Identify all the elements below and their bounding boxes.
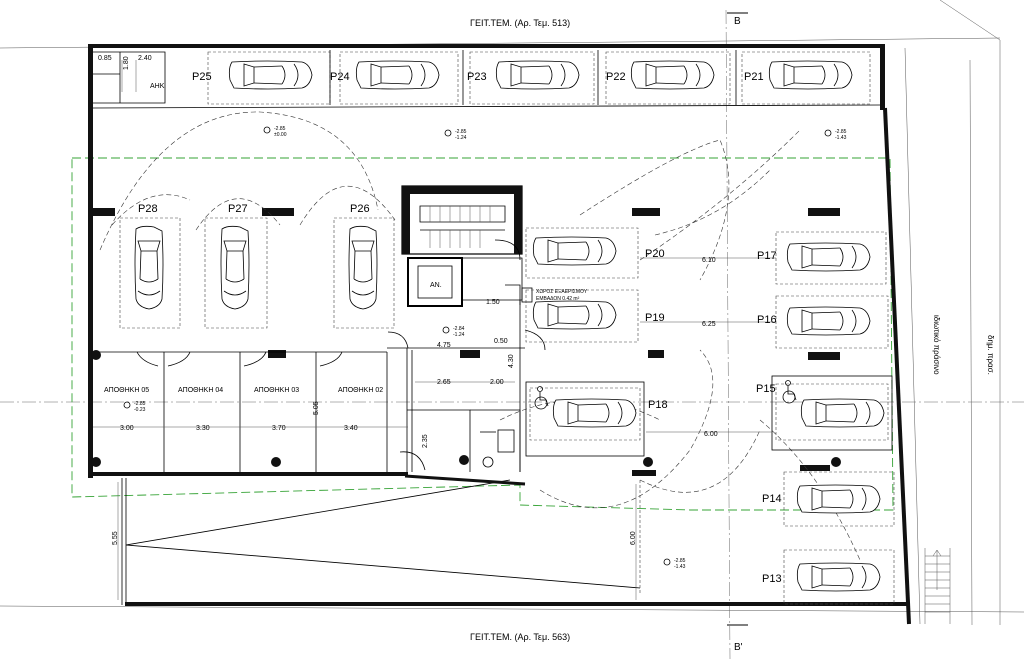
storage-03: ΑΠΟΘΗΚΗ 03 (254, 387, 299, 394)
sidewalk-label: ιδιωτικό πράσινο (932, 315, 941, 375)
dim-050: 0.50 (494, 338, 508, 345)
car-p14 (796, 484, 881, 514)
ahk-label: ΑΗΚ (150, 83, 165, 90)
car-p26 (348, 225, 378, 310)
parking-label-p24: P24 (330, 71, 350, 83)
core-partitions (387, 300, 546, 472)
parking-label-p19: P19 (645, 312, 665, 324)
parking-label-p13: P13 (762, 573, 782, 585)
ventilation-space: ΧΩΡΟΣ ΕΞΑΕΡΙΣΜΟΥ ΕΜΒΑΔΟΝ 0.42 m² (521, 287, 588, 303)
car-p21 (768, 60, 853, 90)
car-p27 (220, 225, 250, 310)
ramp (121, 478, 641, 605)
storage-05: ΑΠΟΘΗΚΗ 05 (104, 387, 149, 394)
storage-04: ΑΠΟΘΗΚΗ 04 (178, 387, 223, 394)
section-axes (0, 9, 1024, 659)
storage-rooms (91, 350, 841, 472)
dim-300: 3.00 (120, 425, 134, 432)
car-p28 (134, 225, 164, 310)
dim-600-ramp: 6.00 (630, 531, 637, 545)
dim-505: 5.05 (313, 401, 320, 415)
level-2b: -1.24 (455, 135, 467, 141)
parking-label-p25: P25 (192, 71, 212, 83)
level-1a: -2.85 (274, 126, 286, 132)
parking-label-p14: P14 (762, 493, 782, 505)
dim-180: 1.80 (123, 56, 130, 70)
dim-150: 1.50 (486, 299, 500, 306)
aisle-dimensions (635, 257, 776, 600)
dim-235: 2.35 (422, 434, 429, 448)
parking-label-p22: P22 (606, 71, 626, 83)
vent-note-1: ΧΩΡΟΣ ΕΞΑΕΡΙΣΜΟΥ (536, 289, 588, 295)
parking-label-p21: P21 (744, 71, 764, 83)
level-4a: -2.84 (453, 326, 465, 332)
level-4b: -1.24 (453, 332, 465, 338)
neighbor-bottom-label: ΓΕΙΤ.ΤΕΜ. (Αρ. Τεμ. 563) (470, 632, 570, 642)
car-p19 (532, 300, 617, 330)
car-p23 (495, 60, 580, 90)
road-label: δημ. πρασ. (986, 335, 995, 375)
turning-arcs (99, 111, 861, 561)
level-3a: -2.85 (835, 129, 847, 135)
car-p16 (786, 306, 871, 336)
dim-430: 4.30 (508, 354, 515, 368)
car-p13 (796, 562, 881, 592)
dim-600-aisle: 6.00 (704, 431, 718, 438)
building-footprint (71, 157, 894, 511)
left-parking-bays (119, 217, 395, 329)
section-mark-top: B (734, 16, 741, 27)
lift-label: ΑΝ. (430, 282, 442, 289)
level-5a: -2.85 (134, 401, 146, 407)
level-markers (123, 126, 832, 566)
car-p25 (228, 60, 313, 90)
vent-note-2: ΕΜΒΑΔΟΝ 0.42 m² (536, 296, 580, 302)
dim-085: 0.85 (98, 55, 112, 62)
parking-label-p26: P26 (350, 203, 370, 215)
car-p22 (630, 60, 715, 90)
car-p18 (552, 398, 637, 428)
parking-label-p17: P17 (757, 250, 777, 262)
car-p17 (786, 242, 871, 272)
dim-610: 6.10 (702, 257, 716, 264)
neighbor-top-label: ΓΕΙΤ.ΤΕΜ. (Αρ. Τεμ. 513) (470, 18, 570, 28)
car-p15 (800, 398, 885, 428)
dim-625: 6.25 (702, 321, 716, 328)
section-mark-bottom: B' (734, 642, 743, 653)
center-parking-bays (525, 227, 645, 457)
level-2a: -2.85 (455, 129, 467, 135)
car-p20 (532, 236, 617, 266)
dim-265: 2.65 (437, 379, 451, 386)
parking-label-p28: P28 (138, 203, 158, 215)
ahk-room (93, 51, 166, 104)
wheelchair-icon (534, 386, 549, 410)
dim-555: 5.55 (112, 531, 119, 545)
dim-200: 2.00 (490, 379, 504, 386)
parking-label-p18: P18 (648, 399, 668, 411)
parking-label-p15: P15 (756, 383, 776, 395)
outer-walls (88, 44, 911, 625)
dim-330: 3.30 (196, 425, 210, 432)
site-boundary (0, 0, 1024, 626)
level-5b: -0.23 (134, 407, 146, 413)
wheelchair-icon-2 (782, 380, 797, 404)
car-p24 (355, 60, 440, 90)
parking-label-p23: P23 (467, 71, 487, 83)
parking-label-p16: P16 (757, 314, 777, 326)
stair-core (401, 185, 523, 307)
level-6b: -1.43 (674, 564, 686, 570)
level-6a: -2.85 (674, 558, 686, 564)
storage-02: ΑΠΟΘΗΚΗ 02 (338, 387, 383, 394)
top-parking-bays (207, 50, 871, 105)
dim-370: 3.70 (272, 425, 286, 432)
dim-240: 2.40 (138, 55, 152, 62)
parking-label-p27: P27 (228, 203, 248, 215)
parking-label-p20: P20 (645, 248, 665, 260)
dim-340: 3.40 (344, 425, 358, 432)
level-3b: -1.43 (835, 135, 847, 141)
level-1b: ±0.00 (274, 132, 287, 138)
dim-475: 4.75 (437, 342, 451, 349)
